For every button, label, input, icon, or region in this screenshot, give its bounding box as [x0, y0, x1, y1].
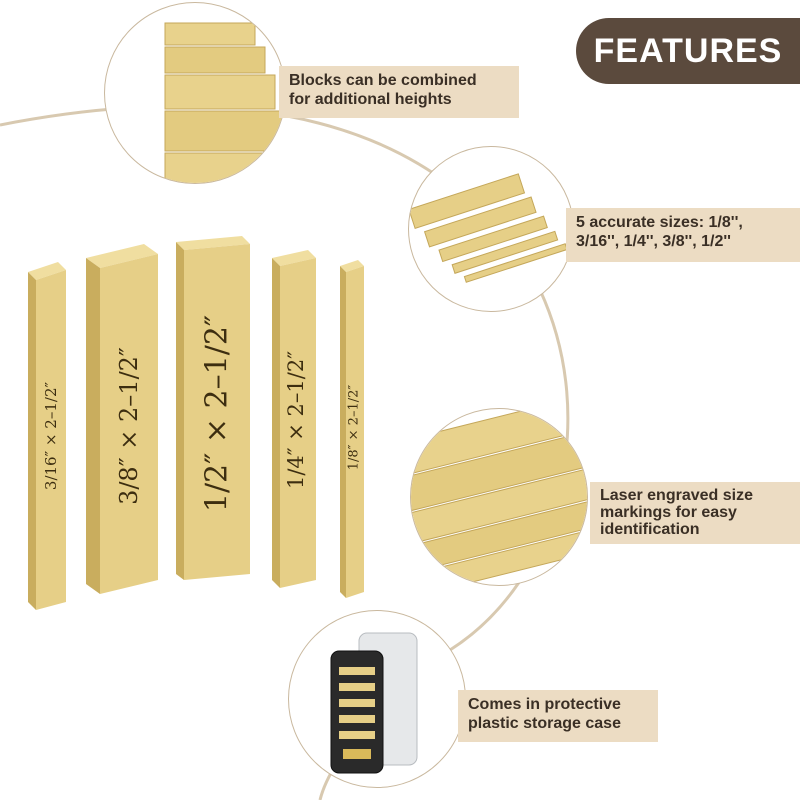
feature-label-combine: Blocks can be combined for additional he… [279, 66, 519, 118]
block-label: 1/8″ × 2–1/2″ [346, 384, 362, 471]
features-title: FEATURES [593, 31, 783, 70]
feature-text: Laser engraved size [600, 487, 753, 504]
block-label: 3/8″ × 2–1/2″ [115, 347, 143, 505]
feature-text: Blocks can be combined [289, 72, 477, 89]
feature-label-case: Comes in protective plastic storage case [458, 690, 658, 742]
feature-text: plastic storage case [468, 715, 621, 732]
brass-block-1-8: 1/8″ × 2–1/2″ [340, 260, 364, 598]
feature-label-engraving: Laser engraved size markings for easy id… [590, 482, 800, 544]
brass-block-1-4: 1/4″ × 2–1/2″ [272, 250, 316, 588]
feature-text: identification [600, 521, 700, 538]
engraving-photo [410, 408, 588, 586]
block-label: 1/4″ × 2–1/2″ [284, 350, 308, 490]
sizes-illustration [409, 173, 568, 283]
feature-text: markings for easy [600, 504, 737, 521]
brass-block-3-16: 3/16″ × 2–1/2″ [28, 262, 66, 610]
storage-case-illustration [330, 632, 418, 774]
stacked-blocks-photo [104, 2, 286, 184]
block-label: 1/2″ × 2–1/2″ [199, 314, 235, 513]
brass-block-1-2: 1/2″ × 2–1/2″ [176, 236, 250, 580]
feature-text: 3/16'', 1/4'', 3/8'', 1/2'' [576, 233, 731, 250]
stacked-blocks-illustration [164, 22, 285, 183]
storage-case-photo [288, 610, 466, 788]
feature-text: 5 accurate sizes: 1/8'', [576, 214, 743, 231]
features-badge: FEATURES [576, 18, 800, 84]
sizes-photo [408, 146, 574, 312]
engraving-illustration [411, 409, 587, 585]
block-label: 3/16″ × 2–1/2″ [42, 381, 60, 491]
feature-label-sizes: 5 accurate sizes: 1/8'', 3/16'', 1/4'', … [566, 208, 800, 262]
brass-block-3-8: 3/8″ × 2–1/2″ [86, 244, 158, 594]
feature-text: for additional heights [289, 91, 452, 108]
feature-text: Comes in protective [468, 696, 621, 713]
